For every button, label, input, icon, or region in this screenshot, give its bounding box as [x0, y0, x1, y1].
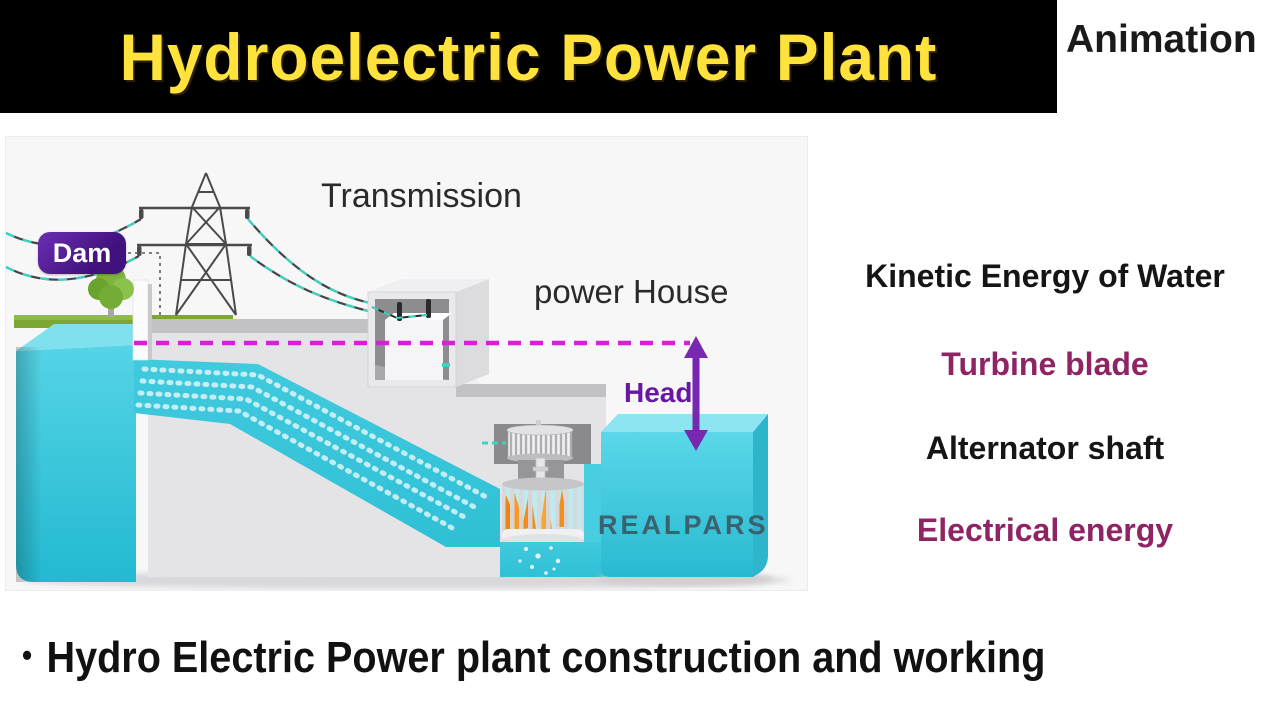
head-label: Head	[624, 377, 693, 408]
chamber-water	[584, 464, 601, 544]
dam-wall	[132, 279, 152, 361]
reservoir	[16, 324, 136, 582]
diagram-panel: Transmission power House Dam Head REALPA…	[5, 136, 808, 591]
transmission-label: Transmission	[321, 177, 522, 215]
title-banner: Hydroelectric Power Plant	[0, 0, 1057, 113]
bullet-icon: •	[22, 637, 33, 673]
caption-text: Hydro Electric Power plant construction …	[46, 633, 1046, 682]
insulators	[137, 209, 252, 256]
power-house-label: power House	[534, 273, 729, 310]
powerhouse-chamber	[482, 420, 606, 577]
realpars-watermark: REALPARS	[598, 510, 769, 540]
list-item-electrical-energy: Electrical energy	[916, 512, 1174, 548]
transformer-house	[367, 279, 489, 388]
transformer	[385, 299, 452, 380]
list-item-alternator-shaft: Alternator shaft	[925, 430, 1165, 466]
list-item-kinetic-energy: Kinetic Energy of Water	[865, 258, 1225, 294]
banner-title: Hydroelectric Power Plant	[119, 19, 938, 94]
hydro-plant-diagram	[6, 172, 791, 589]
list-item-turbine-blade: Turbine blade	[941, 346, 1149, 382]
caption: • Hydro Electric Power plant construction…	[22, 633, 1045, 683]
splash-bubbles	[518, 546, 561, 575]
penstock-channel	[134, 359, 500, 547]
draft-tube-water	[500, 542, 606, 577]
tailwater	[598, 414, 774, 586]
dam-badge-label: Dam	[52, 237, 112, 268]
transmission-tower	[137, 172, 252, 316]
dam-badge: Dam	[38, 232, 126, 274]
power-lines	[6, 218, 375, 314]
head-arrow	[684, 336, 708, 451]
energy-transfer-list: Kinetic Energy of Water Turbine blade Al…	[810, 0, 1280, 720]
animation-tag: Animation	[1066, 18, 1257, 61]
turbine	[502, 477, 584, 548]
generator	[506, 420, 574, 463]
